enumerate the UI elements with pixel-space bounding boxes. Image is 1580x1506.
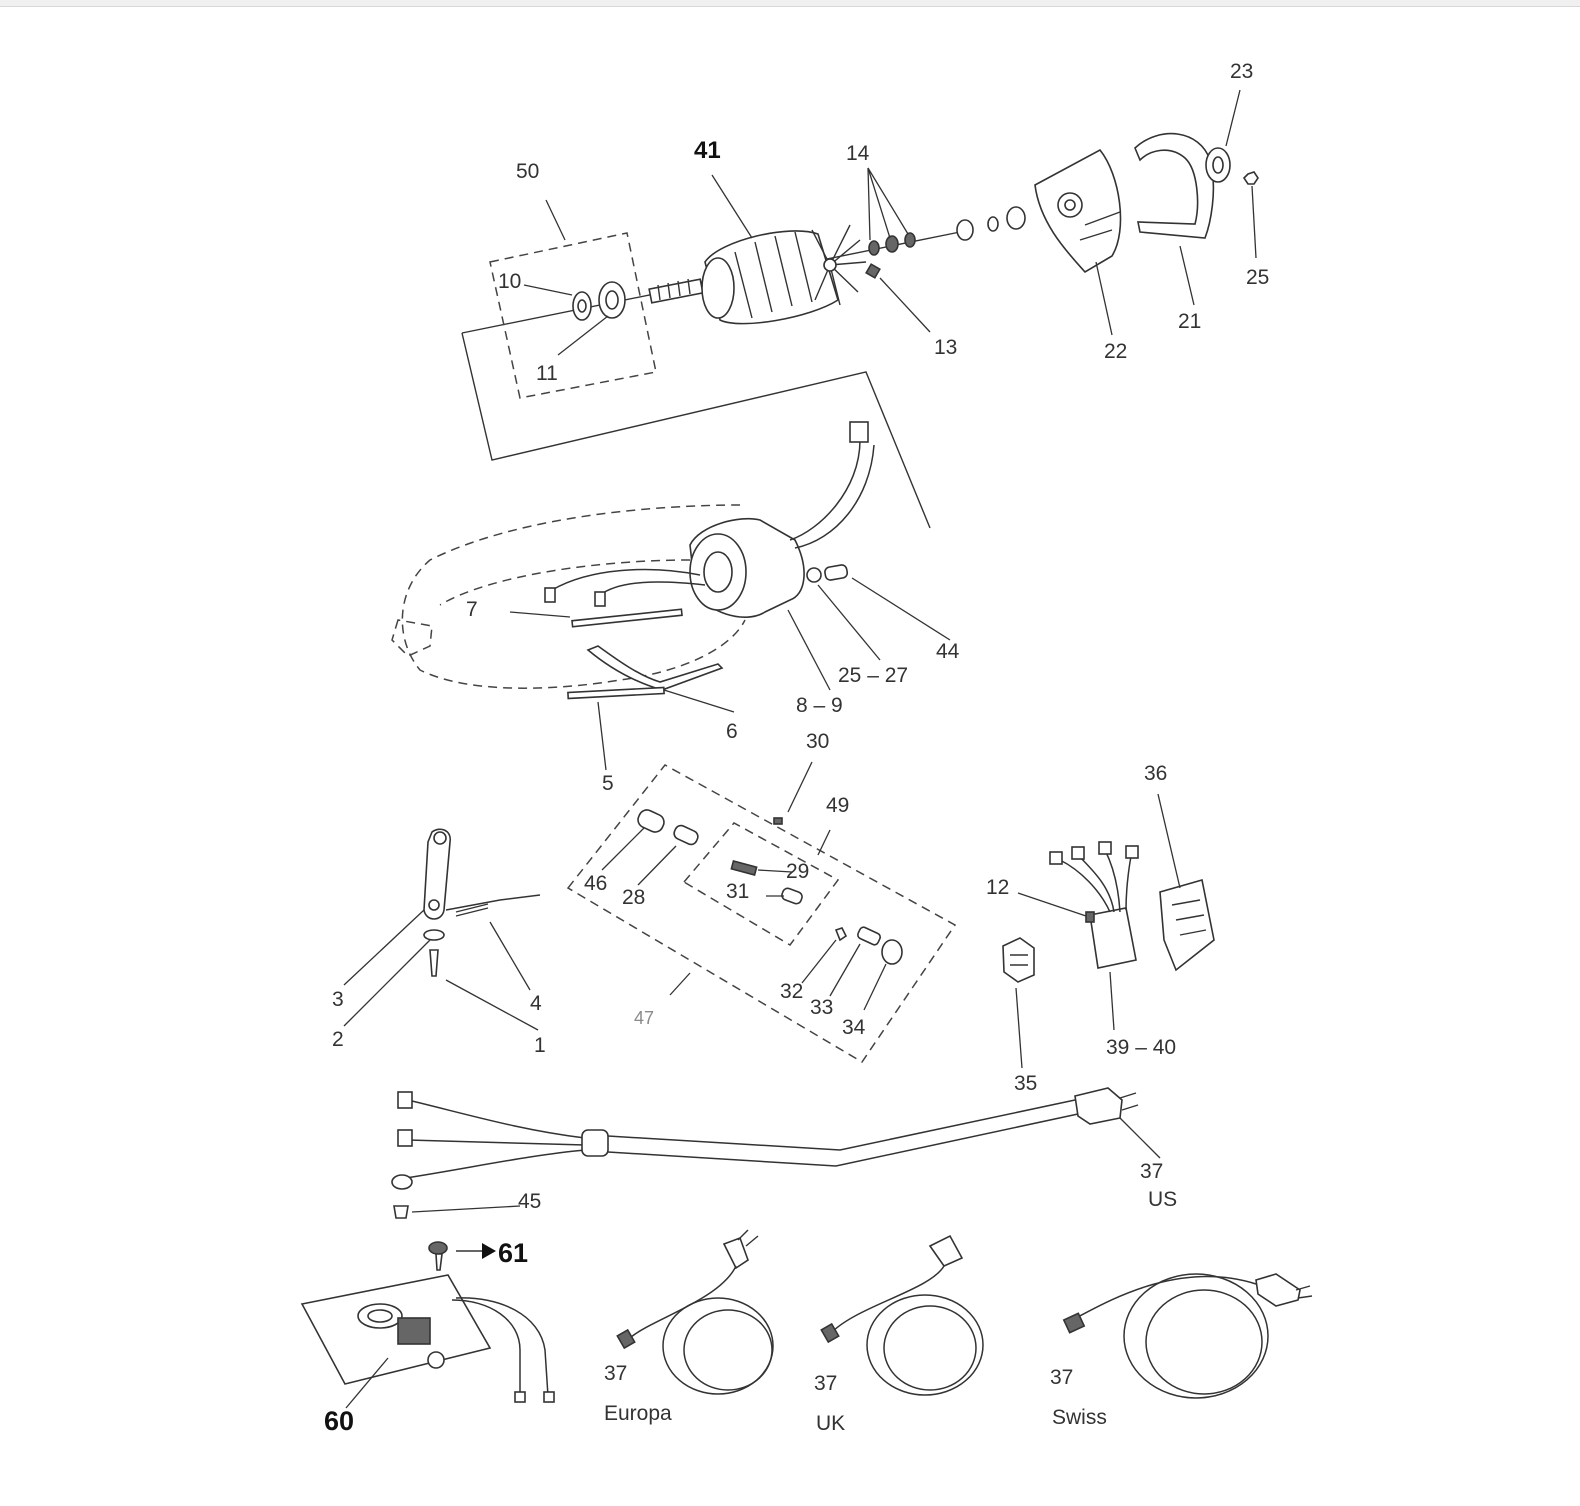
callout-47: 47 xyxy=(634,1008,654,1028)
speed-control-box xyxy=(566,764,957,1064)
top-bar xyxy=(0,0,1580,7)
bearing-group-box xyxy=(489,232,657,399)
switch-group xyxy=(1002,841,1215,983)
uk-power-cord xyxy=(820,1234,984,1396)
callout-44: 44 xyxy=(936,640,960,663)
strap xyxy=(571,608,683,628)
callout-37-us: 37 xyxy=(1140,1160,1163,1183)
leader-lines xyxy=(343,89,1257,1409)
callout-8-9: 8 – 9 xyxy=(796,694,843,717)
fan xyxy=(811,224,867,306)
governor-box xyxy=(682,822,840,946)
callout-36: 36 xyxy=(1144,762,1167,785)
connector xyxy=(1002,937,1035,983)
callout-25: 25 xyxy=(1246,266,1269,289)
callout-1: 1 xyxy=(534,1034,546,1057)
screw xyxy=(429,949,439,977)
callout-45: 45 xyxy=(518,1190,541,1213)
callout-39-40: 39 – 40 xyxy=(1106,1036,1176,1059)
callout-61: 61 xyxy=(498,1238,528,1268)
callout-34: 34 xyxy=(842,1016,866,1039)
callout-41: 41 xyxy=(694,137,721,164)
callout-30: 30 xyxy=(806,730,829,753)
callout-2: 2 xyxy=(332,1028,344,1051)
callout-29: 29 xyxy=(786,860,809,883)
callout-3: 3 xyxy=(332,988,344,1011)
callout-4: 4 xyxy=(530,992,542,1015)
base-plate-assembly xyxy=(300,1241,555,1403)
screw xyxy=(393,1205,409,1219)
speed-control-plate xyxy=(1089,907,1137,969)
housing-outline xyxy=(401,504,746,689)
callout-12: 12 xyxy=(986,876,1009,899)
worm-gear xyxy=(648,278,704,304)
callout-labels: 50 41 10 11 14 13 22 21 23 25 7 44 25 – … xyxy=(324,60,1269,1436)
callout-23: 23 xyxy=(1230,60,1253,83)
base-plate xyxy=(300,1274,492,1385)
callout-37-europa: 37 xyxy=(604,1362,627,1385)
callout-35: 35 xyxy=(1014,1072,1037,1095)
callout-25-27: 25 – 27 xyxy=(838,664,908,687)
strap xyxy=(586,645,724,691)
sleeve xyxy=(637,809,665,833)
callout-46: 46 xyxy=(584,872,607,895)
callout-21: 21 xyxy=(1178,310,1201,333)
lever xyxy=(423,828,451,920)
callout-49: 49 xyxy=(826,794,849,817)
washer xyxy=(806,567,822,583)
callout-13: 13 xyxy=(934,336,957,359)
strain-relief xyxy=(581,1129,609,1157)
region-europa: Europa xyxy=(604,1402,672,1425)
region-swiss: Swiss xyxy=(1052,1406,1107,1429)
callout-11: 11 xyxy=(536,362,558,385)
callout-28: 28 xyxy=(622,886,645,909)
brush-holder xyxy=(824,564,849,581)
nut xyxy=(865,263,881,279)
region-uk: UK xyxy=(816,1412,845,1435)
callout-6: 6 xyxy=(726,720,738,743)
callout-5: 5 xyxy=(602,772,614,795)
callout-7: 7 xyxy=(466,598,478,621)
swiss-power-cord xyxy=(1062,1273,1313,1399)
callout-22: 22 xyxy=(1104,340,1127,363)
strap xyxy=(567,686,665,700)
callout-32: 32 xyxy=(780,980,803,1003)
armature-assembly xyxy=(461,132,1259,529)
field-assembly xyxy=(391,421,875,700)
callout-60: 60 xyxy=(324,1406,354,1436)
region-us: US xyxy=(1148,1188,1177,1211)
bracket xyxy=(1134,132,1215,239)
callout-50: 50 xyxy=(516,160,539,183)
nut xyxy=(1242,171,1259,185)
callout-31: 31 xyxy=(726,880,749,903)
callout-14: 14 xyxy=(846,142,870,165)
transformer xyxy=(397,1317,431,1345)
callout-37-swiss: 37 xyxy=(1050,1366,1073,1389)
washer xyxy=(868,240,880,256)
screw xyxy=(428,1241,448,1255)
washer xyxy=(423,929,445,941)
control-housing xyxy=(1159,878,1215,972)
plug xyxy=(1255,1273,1301,1307)
us-power-cord xyxy=(391,1087,1139,1219)
callout-37-uk: 37 xyxy=(814,1372,837,1395)
callout-33: 33 xyxy=(810,996,833,1019)
armature xyxy=(704,230,839,325)
plug xyxy=(722,1236,749,1270)
control-lever xyxy=(423,828,541,977)
speed-control-group xyxy=(566,764,957,1064)
plug xyxy=(1074,1087,1123,1125)
plug xyxy=(928,1234,964,1267)
spring xyxy=(673,824,699,846)
callout-10: 10 xyxy=(498,270,521,293)
screw xyxy=(1085,911,1095,923)
europa-power-cord xyxy=(616,1229,774,1395)
